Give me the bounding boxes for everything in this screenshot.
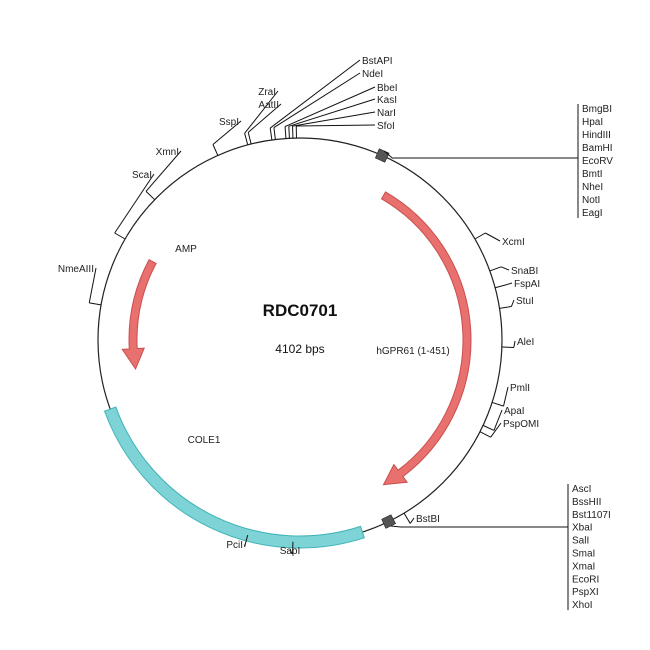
site-tick	[489, 266, 502, 272]
site-tick	[491, 401, 504, 407]
site-tick	[482, 424, 495, 431]
site-leader	[503, 386, 509, 407]
site-tick	[288, 126, 290, 139]
feature-arrow-hgpr61	[380, 191, 472, 486]
site-tick	[269, 128, 273, 141]
site-tick	[247, 132, 252, 145]
site-label: NmeAIII	[58, 264, 94, 275]
site-leader	[490, 422, 502, 438]
site-tick	[145, 190, 156, 201]
site-label: SapI	[280, 546, 301, 557]
site-label: ApaI	[504, 406, 525, 417]
site-label: PspOMI	[503, 419, 539, 430]
site-leader	[212, 120, 242, 145]
mcs-site-label: XbaI	[572, 523, 593, 534]
site-label: KasI	[377, 95, 397, 106]
site-tick	[479, 431, 491, 438]
site-leader	[513, 340, 516, 348]
mcs-site-label: SmaI	[572, 549, 595, 560]
mcs-site-label: EcoRV	[582, 156, 613, 167]
site-leader	[493, 409, 503, 431]
mcs-site-label: Bst1107I	[572, 510, 611, 521]
site-leader	[273, 72, 361, 129]
site-leader	[296, 124, 376, 127]
site-label: ScaI	[132, 170, 152, 181]
site-leader	[247, 103, 282, 133]
site-label: FspAI	[514, 279, 540, 290]
site-leader	[289, 549, 293, 555]
site-tick	[212, 144, 219, 156]
site-label: PciI	[226, 540, 243, 551]
mcs-leader	[383, 150, 578, 159]
site-leader	[88, 267, 97, 303]
site-label: NarI	[377, 108, 396, 119]
mcs-site-label: HindIII	[582, 130, 611, 141]
plasmid-size: 4102 bps	[275, 342, 324, 356]
site-tick	[403, 512, 411, 524]
mcs-site-label: AscI	[572, 484, 591, 495]
site-label: AleI	[517, 337, 534, 348]
feature-arrow-amp	[121, 259, 157, 371]
mcs-block	[381, 514, 396, 529]
site-leader	[409, 517, 415, 524]
site-label: AatII	[258, 100, 279, 111]
plasmid-name: RDC0701	[263, 301, 338, 320]
site-label: PmlI	[510, 383, 530, 394]
site-label: BstAPI	[362, 56, 393, 67]
feature-label-cole1: COLE1	[188, 435, 221, 446]
mcs-site-label: NheI	[582, 182, 603, 193]
site-leader	[145, 150, 182, 192]
site-label: SnaBI	[511, 266, 538, 277]
site-leader	[284, 86, 376, 127]
site-label: BbeI	[377, 83, 398, 94]
site-leader	[292, 111, 376, 127]
site-label: XmnI	[156, 147, 179, 158]
feature-layer: AMP hGPR61 (1-451) COLE1	[103, 191, 472, 549]
site-tick	[494, 284, 507, 289]
site-tick	[89, 302, 102, 306]
mcs-block	[375, 148, 390, 163]
mcs-site-label: HpaI	[582, 117, 603, 128]
feature-label-amp: AMP	[175, 244, 197, 255]
site-tick	[114, 232, 126, 240]
mcs-site-label: NotI	[582, 195, 600, 206]
site-tick	[284, 126, 287, 139]
site-leader	[288, 98, 376, 127]
site-leader	[506, 282, 513, 286]
site-label: StuI	[516, 296, 534, 307]
mcs-site-label: EcoRI	[572, 574, 599, 585]
site-leader	[485, 232, 501, 242]
site-label: BstBI	[416, 514, 440, 525]
mcs-site-label: EagI	[582, 208, 603, 219]
site-tick	[499, 306, 512, 309]
mcs-site-label: XmaI	[572, 561, 595, 572]
feature-label-hgpr61: hGPR61 (1-451)	[376, 346, 449, 357]
site-label: SfoI	[377, 121, 395, 132]
site-label: NdeI	[362, 69, 383, 80]
site-label: XcmI	[502, 237, 525, 248]
site-leader	[510, 299, 515, 307]
site-leader	[244, 90, 279, 134]
mcs-site-label: SalI	[572, 536, 589, 547]
site-tick	[474, 232, 486, 240]
site-tick	[273, 127, 276, 140]
mcs-leader	[390, 525, 568, 528]
feature-band-cole1	[103, 406, 365, 549]
mcs-site-label: BmgBI	[582, 104, 612, 115]
mcs-layer: BmgBI HpaI HindIII BamHI EcoRV BmtI NheI NotI Ea…	[375, 104, 613, 611]
site-tick	[244, 133, 249, 146]
mcs-site-label: BmtI	[582, 169, 603, 180]
mcs-site-label: PspXI	[572, 587, 599, 598]
site-label: SspI	[219, 117, 239, 128]
site-label: ZraI	[258, 87, 276, 98]
site-leader	[269, 59, 361, 129]
mcs-site-label: XhoI	[572, 600, 593, 611]
site-leader	[114, 173, 155, 234]
site-leader	[500, 266, 510, 271]
mcs-site-label: BamHI	[582, 143, 613, 154]
mcs-site-label: BssHII	[572, 497, 601, 508]
